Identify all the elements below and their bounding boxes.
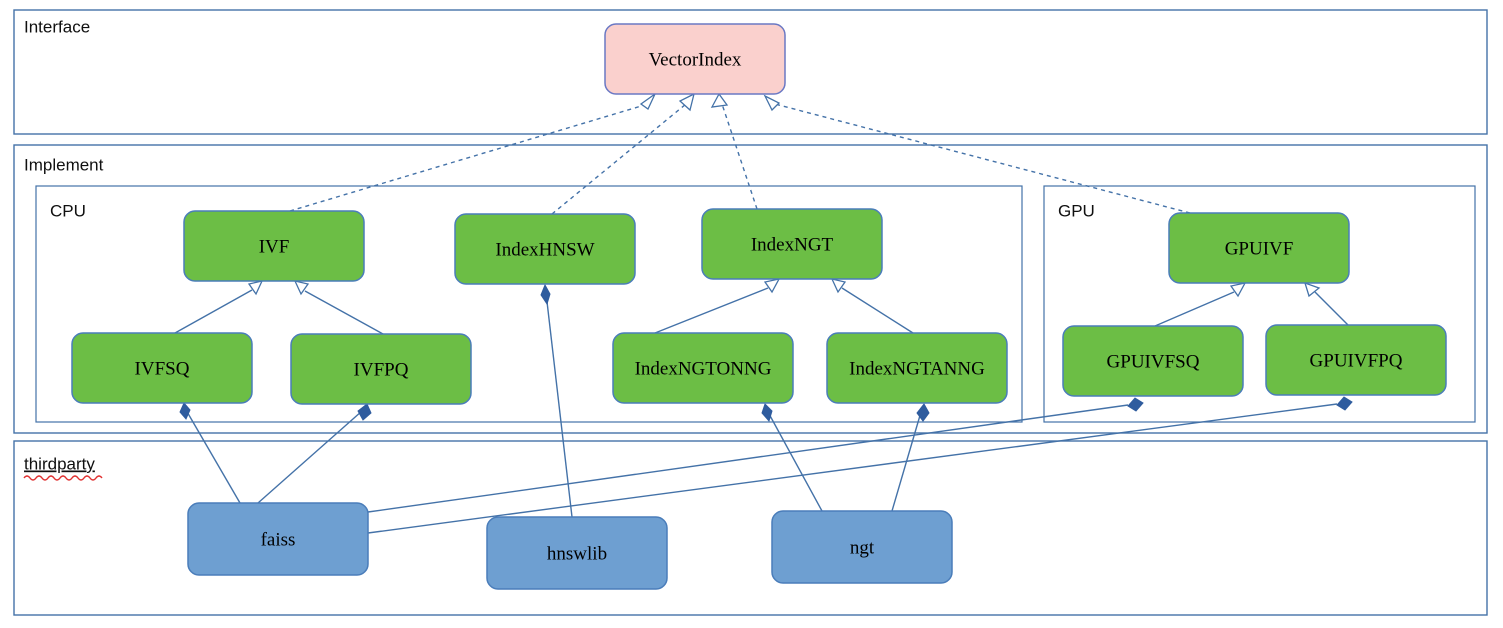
edge-gpuivfsq-inherits-gpuivf (1154, 291, 1235, 327)
node-ivfpq[interactable]: IVFPQ (290, 333, 472, 405)
diamond-gpuivfpq-composes-faiss (1336, 396, 1353, 411)
diamond-gpuivfsq-composes-faiss (1127, 397, 1144, 412)
diamond-ngtonng-composes-ngt (761, 403, 773, 423)
edge-indexhnsw-composes-hnswlib (545, 292, 573, 518)
node-vectorindex[interactable]: VectorIndex (604, 23, 786, 95)
node-indexngt[interactable]: IndexNGT (701, 208, 883, 280)
diamond-ivfpq-composes-faiss (357, 403, 372, 421)
node-faiss-box[interactable] (187, 502, 369, 576)
node-ivf-label: IVF (259, 236, 290, 257)
node-indexngtonng-label: IndexNGTONNG (635, 358, 772, 379)
node-gpuivfsq[interactable]: GPUIVFSQ (1062, 325, 1244, 397)
subgroup-frame-cpu (35, 185, 1023, 423)
group-label-implement: Implement (24, 155, 104, 174)
node-ivfsq-box[interactable] (71, 332, 253, 404)
spellcheck-squiggle-icon (23, 475, 103, 481)
diamond-ivfsq-composes-faiss (179, 402, 191, 420)
edge-ivfpq-inherits-ivf (304, 290, 384, 335)
node-ngt-box[interactable] (771, 510, 953, 584)
arrowhead-indexhnsw-realizes-vectorindex (678, 92, 695, 112)
node-ivfsq[interactable]: IVFSQ (71, 332, 253, 404)
node-indexngtanng-box[interactable] (826, 332, 1008, 404)
node-ivf-box[interactable] (183, 210, 365, 282)
edges-generalization (174, 278, 1349, 335)
subgroup-frame-gpu (1043, 185, 1476, 423)
edge-ivf-realizes-vectorindex (289, 103, 649, 212)
node-gpuivfpq[interactable]: GPUIVFPQ (1265, 324, 1447, 396)
node-indexngtonng[interactable]: IndexNGTONNG (612, 332, 794, 404)
edge-ngtonng-composes-ngt (767, 411, 823, 512)
edge-ivfsq-inherits-ivf (174, 289, 253, 334)
node-ivf[interactable]: IVF (183, 210, 365, 282)
node-gpuivfsq-box[interactable] (1062, 325, 1244, 397)
edges-composition (179, 283, 1353, 534)
arrowhead-ngtonng-inherits-indexngt (763, 278, 781, 294)
node-indexngt-box[interactable] (701, 208, 883, 280)
node-gpuivf-label: GPUIVF (1225, 238, 1294, 259)
node-indexhnsw-box[interactable] (454, 213, 636, 285)
edge-indexngt-realizes-vectorindex (721, 103, 758, 210)
node-indexngtonng-box[interactable] (612, 332, 794, 404)
arrowhead-indexngt-realizes-vectorindex (710, 92, 729, 108)
node-gpuivfpq-label: GPUIVFPQ (1310, 350, 1403, 371)
node-gpuivf-box[interactable] (1168, 212, 1350, 284)
arrowhead-gpuivfpq-inherits-gpuivf (1303, 281, 1321, 298)
arrowhead-ngtanng-inherits-indexngt (830, 278, 847, 294)
subgroup-frames (35, 185, 1476, 423)
diamond-ngtanng-composes-ngt (916, 403, 930, 422)
node-indexngtanng[interactable]: IndexNGTANNG (826, 332, 1008, 404)
edge-gpuivfsq-composes-faiss (367, 404, 1129, 513)
node-hnswlib[interactable]: hnswlib (486, 516, 668, 590)
node-ngt[interactable]: ngt (771, 510, 953, 584)
group-label-interface: Interface (24, 17, 90, 36)
node-indexngt-label: IndexNGT (751, 234, 834, 255)
node-gpuivfpq-box[interactable] (1265, 324, 1447, 396)
subgroup-label-cpu: CPU (50, 201, 86, 220)
node-ivfpq-label: IVFPQ (354, 359, 409, 380)
node-ngt-label: ngt (850, 537, 875, 558)
node-gpuivf[interactable]: GPUIVF (1168, 212, 1350, 284)
node-indexhnsw[interactable]: IndexHNSW (454, 213, 636, 285)
node-gpuivfsq-label: GPUIVFSQ (1107, 351, 1200, 372)
arrowhead-gpuivfsq-inherits-gpuivf (1229, 282, 1247, 298)
edge-indexhnsw-realizes-vectorindex (551, 103, 687, 215)
diamond-indexhnsw-composes-hnswlib (540, 283, 551, 306)
edge-ngtanng-composes-ngt (891, 411, 922, 512)
node-hnswlib-box[interactable] (486, 516, 668, 590)
arrowhead-ivfsq-inherits-ivf (247, 280, 264, 296)
edge-ivfpq-composes-faiss (257, 410, 363, 504)
node-hnswlib-label: hnswlib (547, 543, 607, 564)
arrowhead-gpuivf-realizes-vectorindex (763, 94, 781, 112)
group-label-thirdparty: thirdparty (24, 454, 95, 473)
edges-realization (289, 92, 1191, 215)
node-vectorindex-label: VectorIndex (649, 49, 742, 70)
node-faiss-label: faiss (261, 529, 296, 550)
node-ivfpq-box[interactable] (290, 333, 472, 405)
edge-ivfsq-composes-faiss (185, 409, 241, 504)
node-ivfsq-label: IVFSQ (135, 358, 190, 379)
edge-gpuivfpq-composes-faiss (367, 403, 1338, 534)
edge-ngtanng-inherits-indexngt (841, 287, 914, 334)
edge-ngtonng-inherits-indexngt (654, 287, 769, 334)
node-indexngtanng-label: IndexNGTANNG (849, 358, 985, 379)
node-faiss[interactable]: faiss (187, 502, 369, 576)
subgroup-label-gpu: GPU (1058, 201, 1095, 220)
arrowhead-ivfpq-inherits-ivf (293, 280, 310, 296)
arrowhead-ivf-realizes-vectorindex (639, 92, 657, 110)
node-vectorindex-box[interactable] (604, 23, 786, 95)
node-indexhnsw-label: IndexHNSW (495, 239, 594, 260)
edge-gpuivfpq-inherits-gpuivf (1314, 291, 1349, 326)
